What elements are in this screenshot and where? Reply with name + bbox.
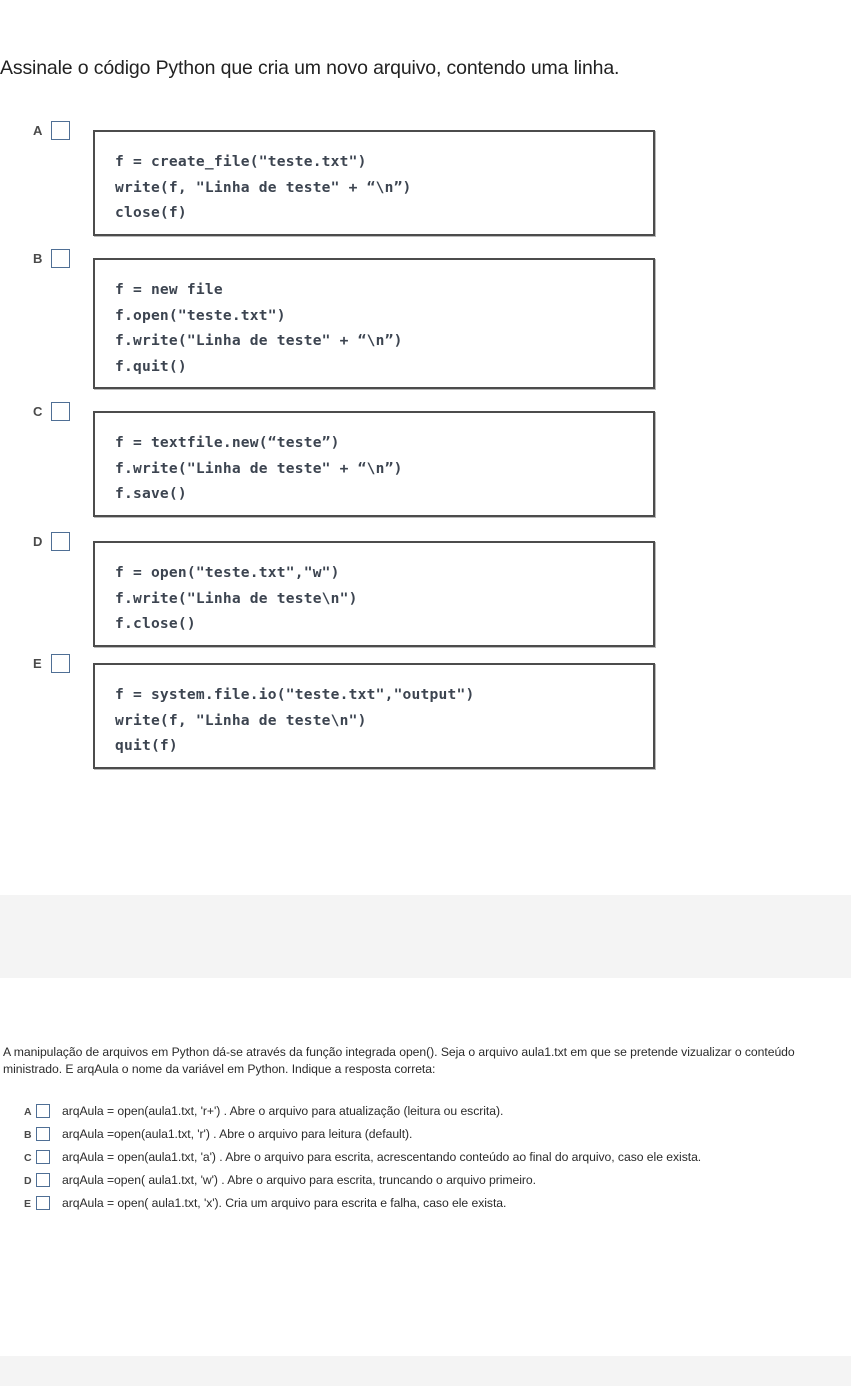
q2-option-text-e: arqAula = open( aula1.txt, 'x'). Cria um…: [62, 1196, 507, 1210]
checkbox-q2-b[interactable]: [36, 1127, 50, 1141]
question-2-option-d[interactable]: D arqAula =open( aula1.txt, 'w') . Abre …: [0, 1172, 851, 1192]
code-text-q1-b: f = new file f.open("teste.txt") f.write…: [115, 281, 403, 375]
code-text-q1-d: f = open("teste.txt","w") f.write("Linha…: [115, 564, 358, 632]
code-block-q1-e: f = system.file.io("teste.txt","output")…: [93, 663, 655, 769]
option-letter-c: C: [33, 404, 43, 419]
code-text-q1-e: f = system.file.io("teste.txt","output")…: [115, 686, 475, 754]
code-text-q1-c: f = textfile.new(“teste”) f.write("Linha…: [115, 434, 403, 502]
option-letter-a: A: [33, 123, 43, 138]
checkbox-q1-e[interactable]: [51, 654, 70, 673]
checkbox-q2-d[interactable]: [36, 1173, 50, 1187]
checkbox-q2-a[interactable]: [36, 1104, 50, 1118]
section-divider-band-bottom: [0, 1356, 851, 1386]
q2-option-letter-d: D: [24, 1175, 32, 1187]
question-2-option-a[interactable]: A arqAula = open(aula1.txt, 'r+') . Abre…: [0, 1103, 851, 1123]
question-2-prompt: A manipulação de arquivos em Python dá-s…: [3, 1045, 795, 1076]
checkbox-q1-a[interactable]: [51, 121, 70, 140]
q2-option-letter-b: B: [24, 1129, 32, 1141]
q2-option-text-a: arqAula = open(aula1.txt, 'r+') . Abre o…: [62, 1104, 504, 1118]
code-block-q1-a: f = create_file("teste.txt") write(f, "L…: [93, 130, 655, 236]
option-letter-d: D: [33, 534, 43, 549]
checkbox-q1-d[interactable]: [51, 532, 70, 551]
checkbox-q1-b[interactable]: [51, 249, 70, 268]
checkbox-q2-c[interactable]: [36, 1150, 50, 1164]
checkbox-q2-e[interactable]: [36, 1196, 50, 1210]
question-2-option-e[interactable]: E arqAula = open( aula1.txt, 'x'). Cria …: [0, 1195, 851, 1215]
code-block-q1-c: f = textfile.new(“teste”) f.write("Linha…: [93, 411, 655, 517]
code-block-q1-b: f = new file f.open("teste.txt") f.write…: [93, 258, 655, 389]
q2-option-letter-e: E: [24, 1198, 32, 1210]
option-letter-e: E: [33, 656, 42, 671]
code-block-q1-d: f = open("teste.txt","w") f.write("Linha…: [93, 541, 655, 647]
question-1-prompt: Assinale o código Python que cria um nov…: [0, 57, 620, 79]
question-2-option-c[interactable]: C arqAula = open(aula1.txt, 'a') . Abre …: [0, 1149, 851, 1169]
section-divider-band-top: [0, 895, 851, 978]
q2-option-text-c: arqAula = open(aula1.txt, 'a') . Abre o …: [62, 1150, 702, 1164]
q2-option-text-b: arqAula =open(aula1.txt, 'r') . Abre o a…: [62, 1127, 413, 1141]
checkbox-q1-c[interactable]: [51, 402, 70, 421]
option-letter-b: B: [33, 251, 43, 266]
q2-option-text-d: arqAula =open( aula1.txt, 'w') . Abre o …: [62, 1173, 536, 1187]
q2-option-letter-c: C: [24, 1152, 32, 1164]
question-2-option-b[interactable]: B arqAula =open(aula1.txt, 'r') . Abre o…: [0, 1126, 851, 1146]
code-text-q1-a: f = create_file("teste.txt") write(f, "L…: [115, 153, 412, 221]
q2-option-letter-a: A: [24, 1106, 32, 1118]
